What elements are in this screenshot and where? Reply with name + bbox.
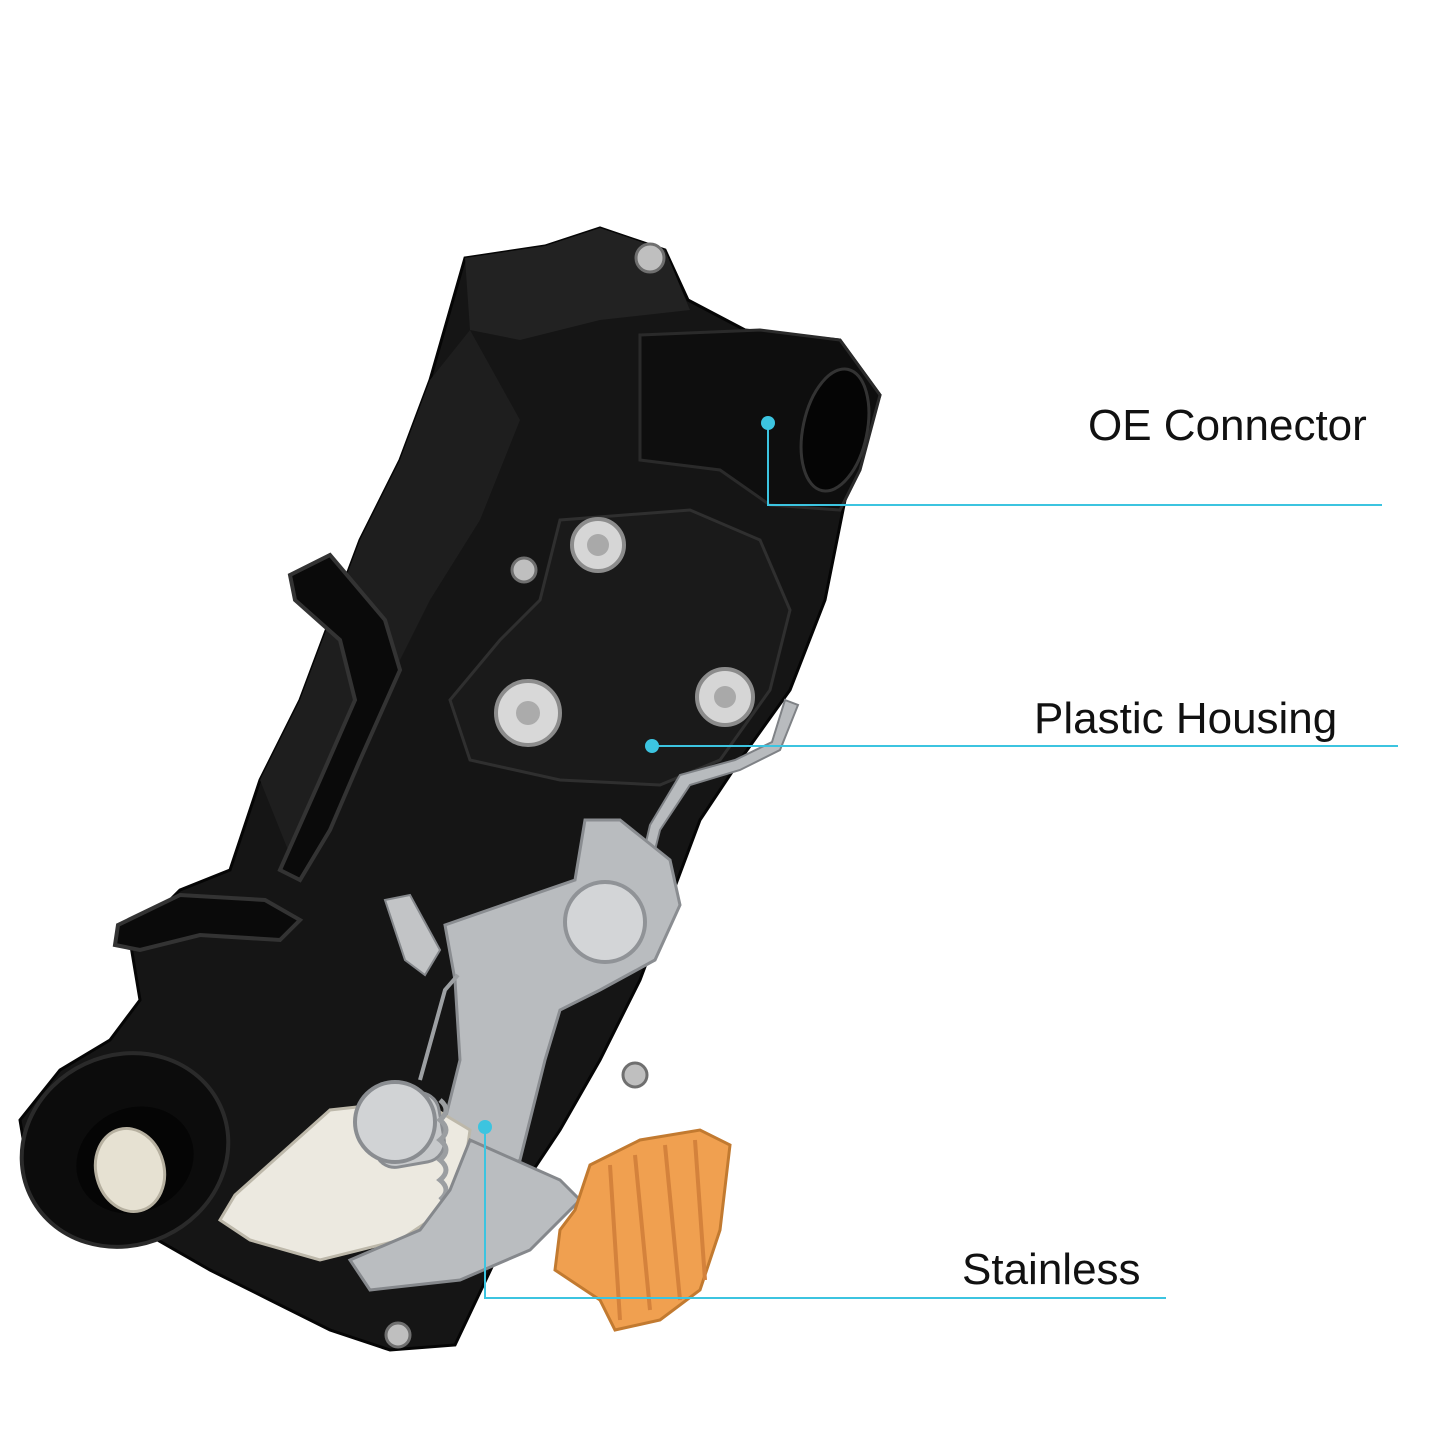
screw-top [634,242,666,274]
coil-spring [436,1098,449,1202]
spring-tab-left [383,893,442,977]
orange-clip-ridges [608,1139,707,1321]
rivet-top-center [587,534,609,556]
screw-base [384,1321,412,1349]
door-lock-actuator [18,226,882,1352]
bracket-hole [563,880,647,964]
housing-side-panel [260,330,520,880]
callout-leaders [478,416,1398,1299]
stainless-pin-head [353,1080,437,1164]
spring-wire [418,973,460,1081]
housing-upper-ridge [465,228,690,340]
oe-connector-label: OE Connector [1088,401,1367,450]
latch-arm-plate [347,1137,583,1292]
screw-bottom [621,1061,649,1089]
plastic-housing-label: Plastic Housing [1034,694,1338,743]
callout-line-oe-connector [767,423,1382,506]
rubber-guard-upper [277,552,403,883]
rivet-right-center [714,686,736,708]
oe-connector-socket [799,367,871,493]
screw-mid [510,556,538,584]
bushing-insert [93,1126,167,1214]
rubber-guard-lower [112,892,304,953]
rivet-left-center [516,701,540,725]
callout-line-stainless [484,1127,1166,1299]
stainless-label: Stainless [962,1245,1141,1294]
